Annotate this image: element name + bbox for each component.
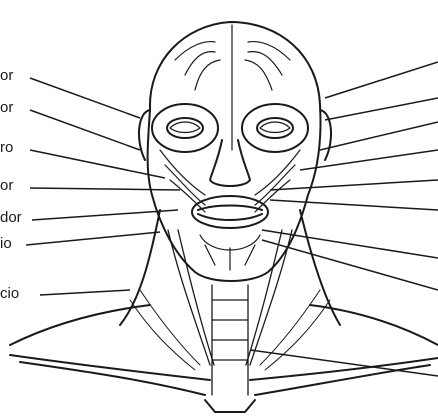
left-eye-inner [170,122,200,133]
label-left-1: or [0,68,13,83]
throat [212,285,248,395]
chin [200,235,260,270]
clavicle [10,355,438,395]
label-left-2: or [0,100,13,115]
label-left-4: or [0,178,13,193]
right-eye-orbit [242,104,308,152]
left-eye-orbit [152,104,218,152]
right-eye [257,118,293,138]
right-eye-inner [260,122,290,133]
left-leader-lines [26,78,180,295]
mouth-lips [198,206,262,221]
sternal-notch [205,400,255,412]
label-left-5: dor [0,210,22,225]
neck-strands [130,290,330,370]
label-left-7: cio [0,286,19,301]
cheek-strands [160,150,300,212]
mouth-orbit [192,196,268,228]
label-left-3: ro [0,140,13,155]
label-left-6: io [0,236,12,251]
right-ear [320,110,331,160]
nose [210,140,250,186]
right-leader-lines [250,62,438,376]
left-eye [167,118,203,138]
shoulder-line [10,305,438,345]
